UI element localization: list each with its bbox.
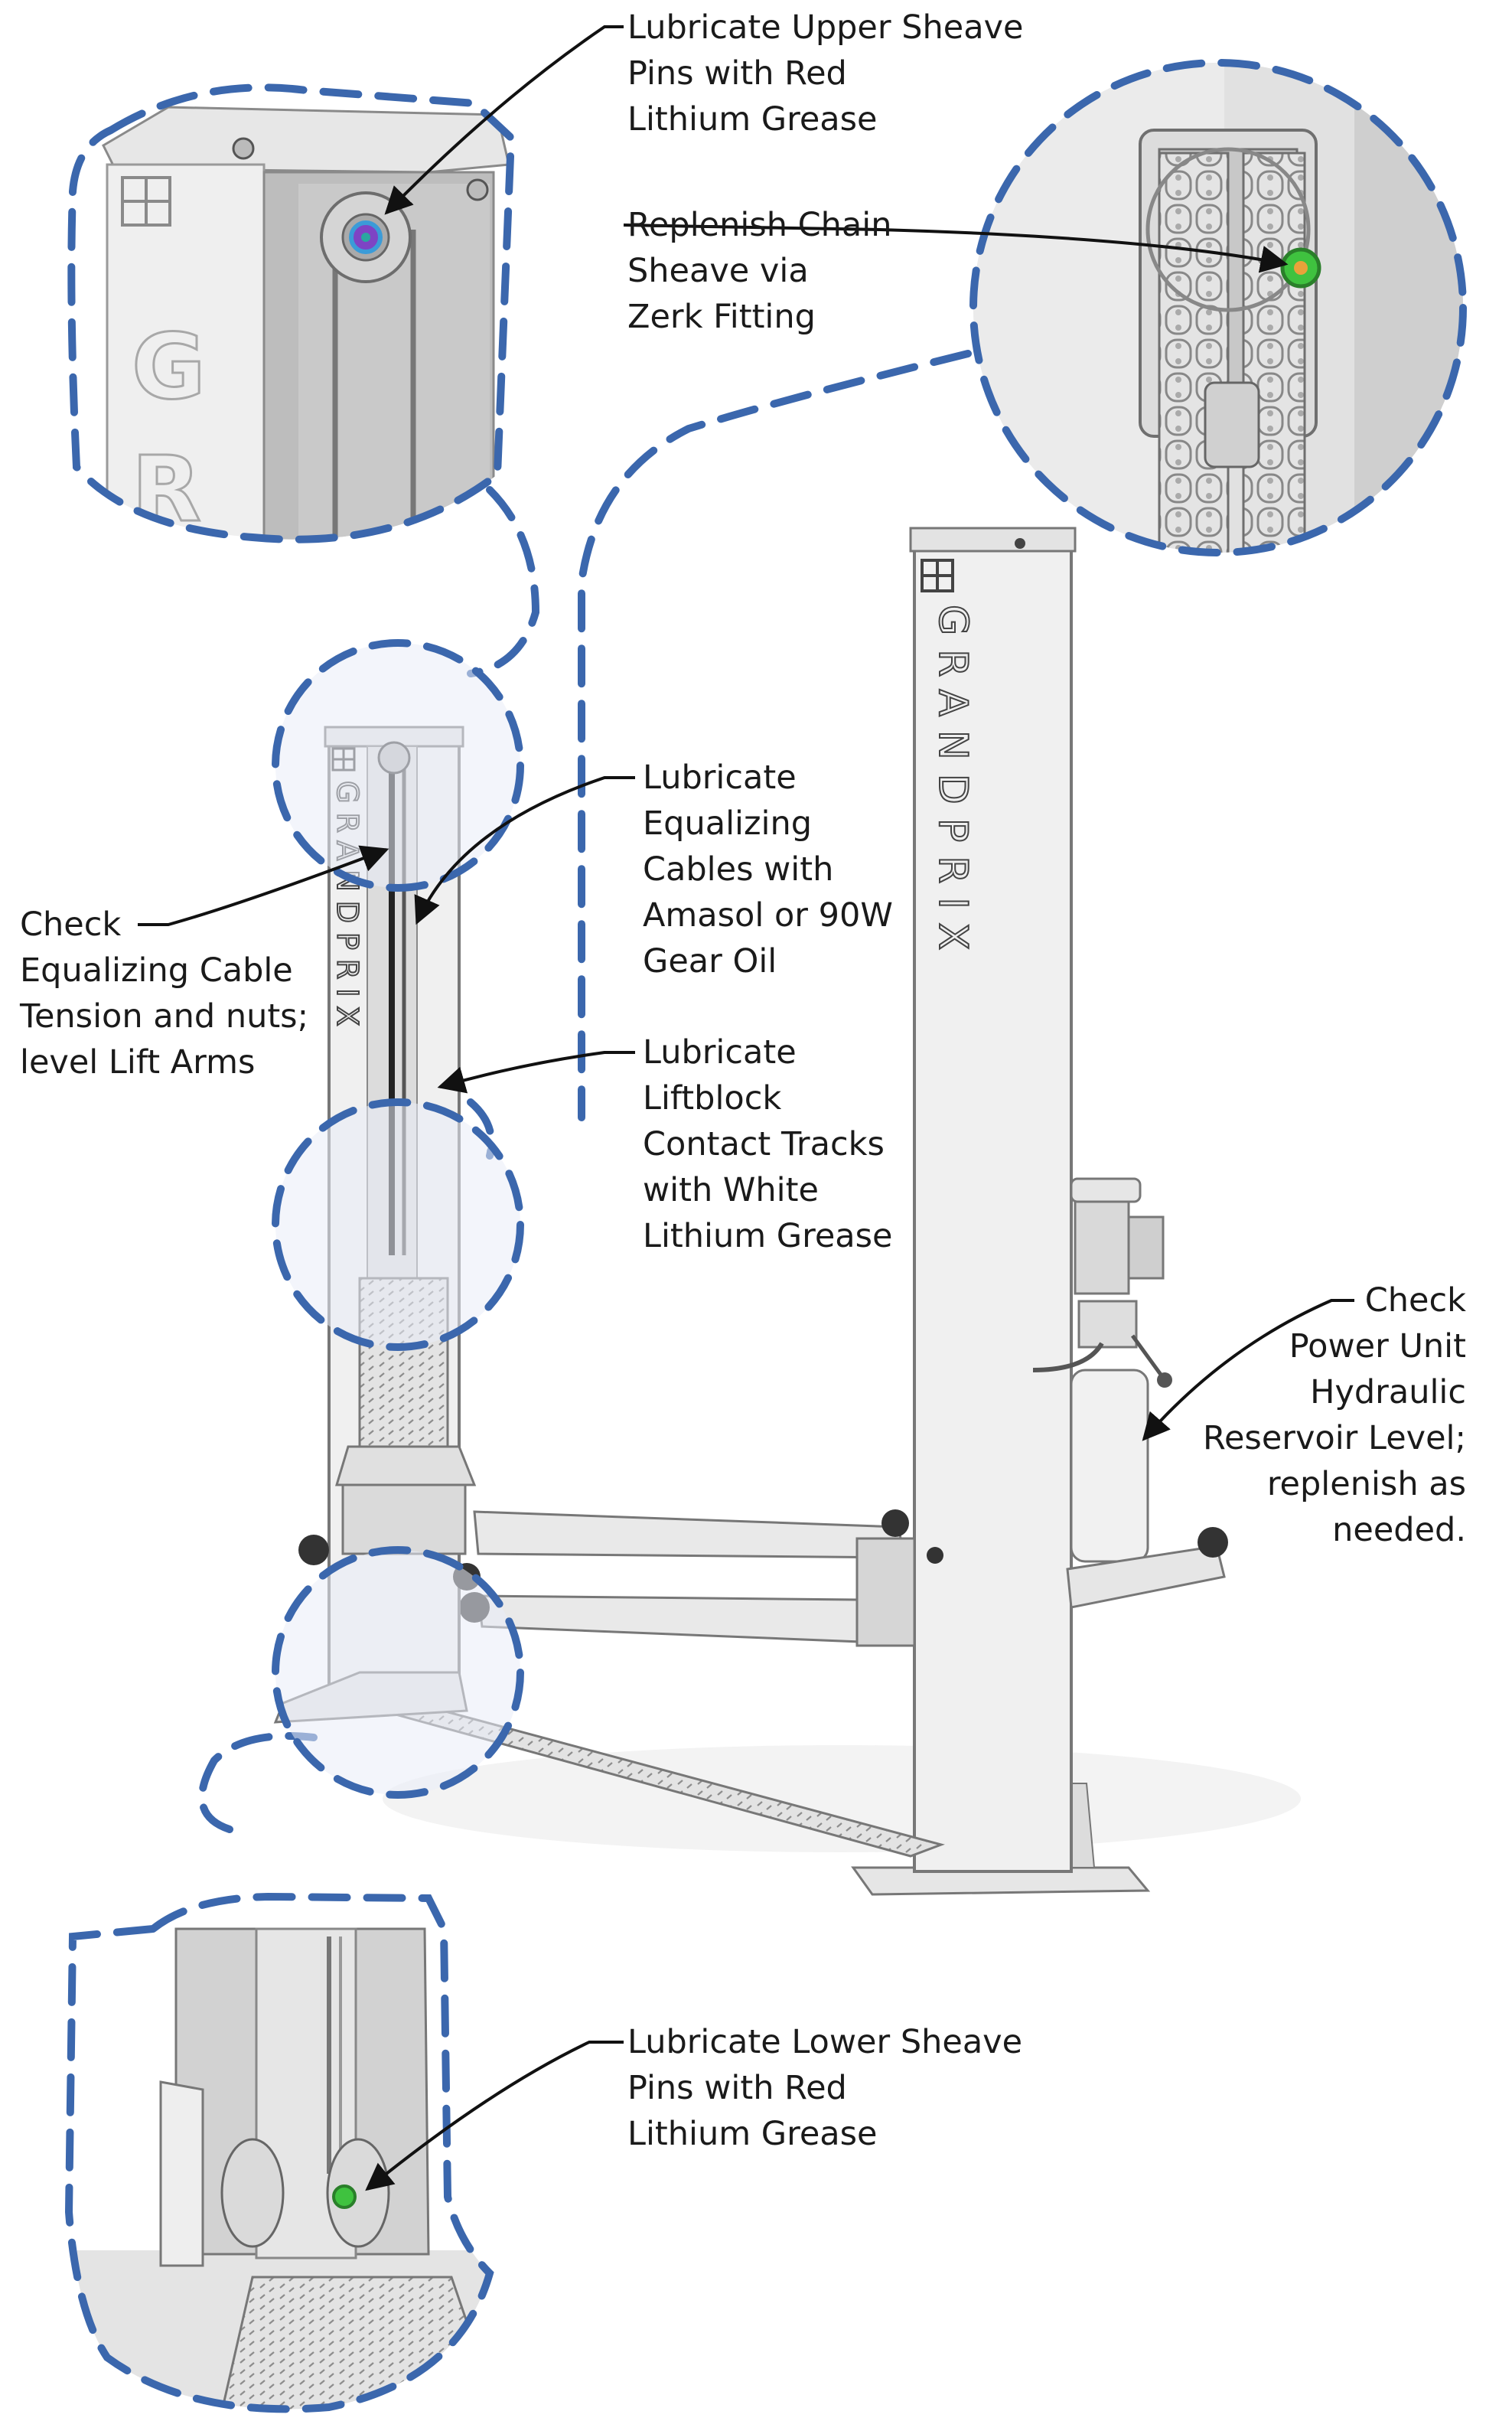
grandprix-logo-icon (121, 176, 171, 227)
callout-equalizing-cables: Lubricate Equalizing Cables with Amasol … (643, 759, 893, 980)
callout-leader-lines (138, 25, 1354, 2191)
callout-power-unit: Check Power Unit Hydraulic Reservoir Lev… (1203, 1281, 1466, 1549)
callout-chain-sheave: Replenish Chain Sheave via Zerk Fitting (627, 206, 892, 336)
callout-liftblock-tracks: Lubricate Liftblock Contact Tracks with … (643, 1033, 893, 1255)
grandprix-logo-icon (921, 559, 954, 592)
column-brand-letters: G (132, 314, 206, 419)
zoom-circle-icon (969, 59, 1467, 556)
zoom-circle-icon (64, 1892, 494, 2413)
zoom-circle-icon (67, 83, 516, 543)
callout-upper-sheave: Lubricate Upper Sheave Pins with Red Lit… (627, 8, 1024, 139)
callout-lower-sheave: Lubricate Lower Sheave Pins with Red Lit… (627, 2023, 1023, 2153)
callout-cable-tension: Check Equalizing Cable Tension and nuts;… (20, 905, 309, 1082)
right-column-brand-text: GRANDPRIX (930, 605, 976, 964)
zoom-circle-icon (272, 639, 524, 1799)
chain-sheave-detail (969, 59, 1467, 556)
hydraulic-power-unit (1032, 1177, 1172, 1563)
upper-sheave-detail: G R (67, 83, 516, 543)
grease-fitting-icon (332, 2184, 357, 2209)
two-post-lift: GRANDPRIX GRAN (272, 527, 1301, 1896)
lower-sheave-detail (64, 1892, 494, 2413)
